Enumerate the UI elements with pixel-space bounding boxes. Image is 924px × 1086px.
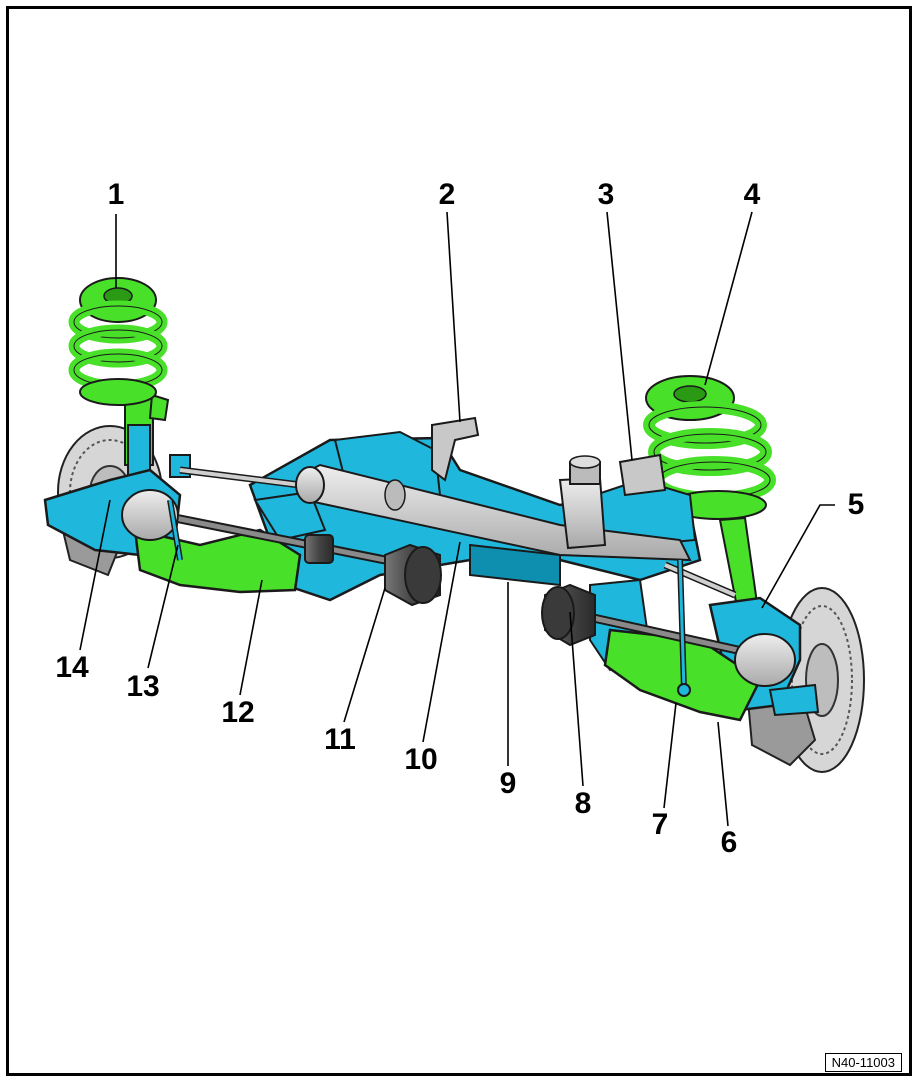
callout-5: 5 — [847, 488, 865, 521]
callout-9: 9 — [499, 767, 517, 800]
callout-6: 6 — [720, 826, 738, 859]
callout-1: 1 — [107, 178, 125, 211]
suspension-strut-right — [643, 375, 776, 614]
suspension-strut-left — [68, 277, 170, 476]
callout-3: 3 — [597, 178, 615, 211]
callout-2: 2 — [438, 178, 456, 211]
coupling-rod-right — [677, 559, 691, 697]
callout-11: 11 — [324, 723, 356, 756]
leader-lines — [79, 211, 835, 827]
bracket-2 — [431, 416, 480, 482]
callout-13: 13 — [126, 670, 160, 703]
callout-7: 7 — [651, 808, 669, 841]
callout-4: 4 — [743, 178, 761, 211]
figure-reference-code: N40-11003 — [824, 1053, 902, 1072]
drive-shaft-left — [121, 489, 442, 607]
bracket-3 — [618, 453, 667, 497]
coupling-rod-left — [167, 499, 183, 561]
callout-14: 14 — [55, 651, 89, 684]
callout-8: 8 — [574, 787, 592, 820]
callout-10: 10 — [404, 743, 438, 776]
steering-rack — [295, 455, 692, 562]
tie-rods — [179, 466, 737, 599]
drive-shaft-right — [541, 583, 796, 687]
callout-12: 12 — [221, 696, 255, 729]
